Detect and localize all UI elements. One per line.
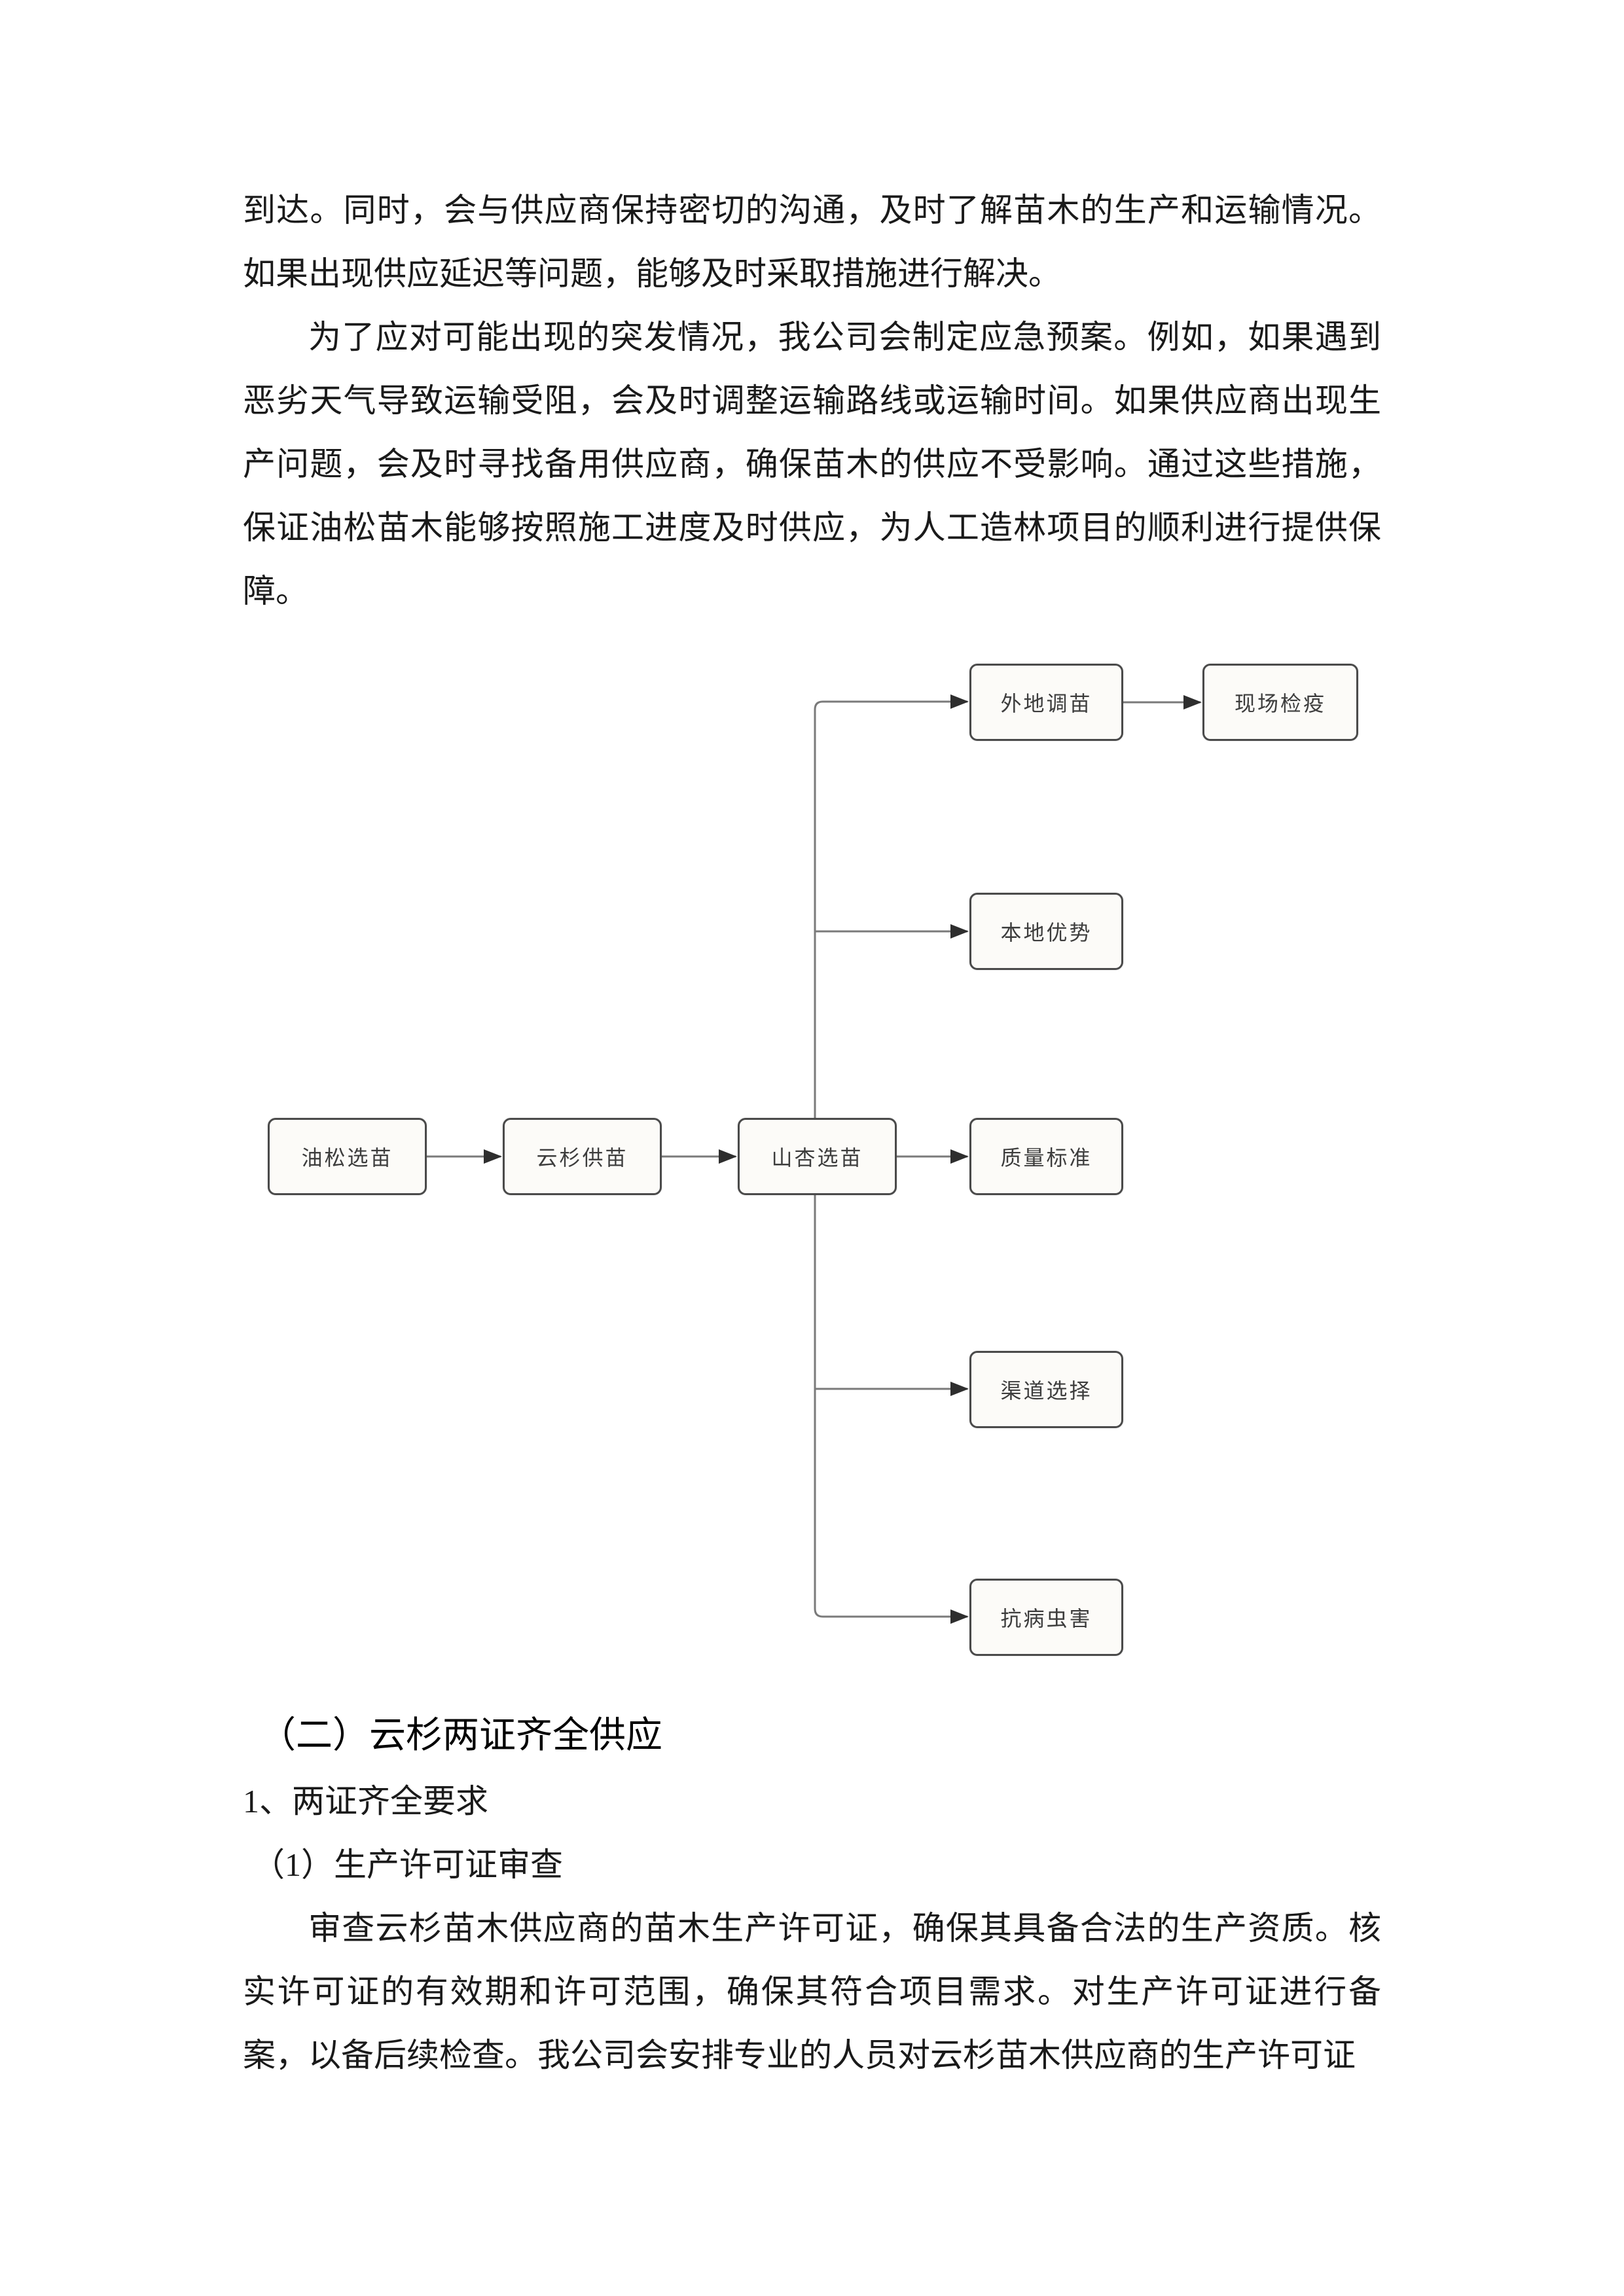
flowchart-connectors: [427, 694, 1202, 1624]
document-content: 到达。同时，会与供应商保持密切的沟通，及时了解苗木的生产和运输情况。如果出现供应…: [243, 0, 1381, 2087]
seedling-selection-flowchart: 油松选苗云杉供苗山杏选苗 外地调苗 现场检疫本地优势质量标准渠道选择抗病虫害: [243, 623, 1381, 1690]
heading-section-spruce-supply: （二）云杉两证齐全供应: [259, 1715, 662, 1756]
paragraph-license-review: 审查云杉苗木供应商的苗木生产许可证，确保其具备合法的生产资质。核实许可证的有效期…: [243, 1910, 1381, 2073]
flow-node-xianchang-jianyi: 现场检疫: [1202, 664, 1358, 741]
flow-node-waidi-diaomiao: 外地调苗: [969, 664, 1123, 741]
heading-two-certificates-requirement: 1、两证齐全要求: [243, 1783, 488, 1820]
heading-production-license-review: （1）生产许可证审查: [252, 1846, 563, 1883]
flow-node-shanxing-xuanmiao: 山杏选苗: [738, 1118, 897, 1195]
flow-node-zhiliang-biaozhun: 质量标准: [969, 1118, 1123, 1195]
paragraph-emergency-plan: 为了应对可能出现的突发情况，我公司会制定应急预案。例如，如果遇到恶劣天气导致运输…: [243, 319, 1381, 609]
flow-node-kangbing-chonghai: 抗病虫害: [969, 1579, 1123, 1656]
paragraph-supply-communication: 到达。同时，会与供应商保持密切的沟通，及时了解苗木的生产和运输情况。如果出现供应…: [243, 192, 1381, 292]
flow-node-yunshan-gongmiao: 云杉供苗: [503, 1118, 662, 1195]
flow-node-bendi-youshi: 本地优势: [969, 893, 1123, 970]
flow-node-qudao-xuanze: 渠道选择: [969, 1351, 1123, 1428]
flow-node-yousong-xuanmiao: 油松选苗: [268, 1118, 427, 1195]
